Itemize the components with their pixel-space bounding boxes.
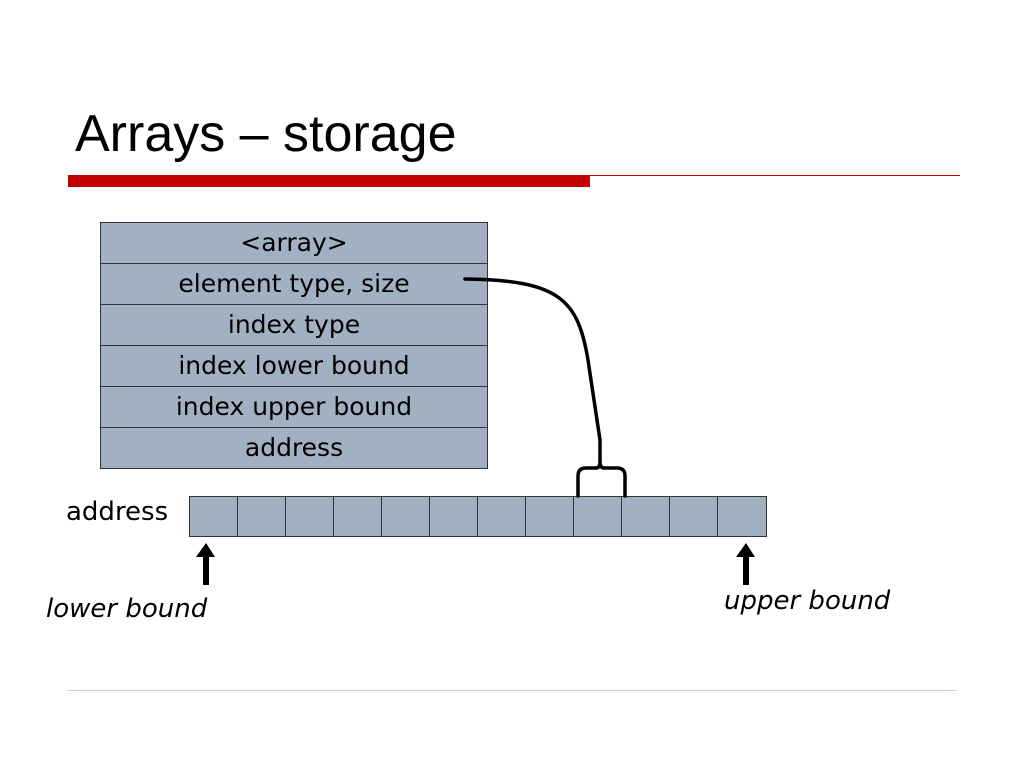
memory-cell — [382, 497, 430, 536]
slide-title: Arrays – storage — [75, 105, 457, 163]
descriptor-field-address: address — [101, 428, 487, 469]
upper-bound-label: upper bound — [724, 586, 891, 616]
memory-cell — [574, 497, 622, 536]
title-underline-thick — [68, 175, 590, 187]
descriptor-field-index-lower-bound: index lower bound — [101, 346, 487, 387]
element-brace — [576, 438, 627, 498]
lower-bound-label: lower bound — [46, 594, 208, 624]
memory-cell — [286, 497, 334, 536]
memory-cell — [526, 497, 574, 536]
lower-bound-arrow-icon — [196, 543, 215, 585]
descriptor-field-array: <array> — [101, 223, 487, 264]
descriptor-field-element-type-size: element type, size — [101, 264, 487, 305]
upper-bound-arrow-icon — [736, 543, 755, 585]
array-descriptor-table: <array> element type, size index type in… — [100, 222, 488, 469]
memory-cell — [718, 497, 766, 536]
title-underline-thin — [590, 175, 960, 176]
descriptor-field-index-type: index type — [101, 305, 487, 346]
memory-cell — [238, 497, 286, 536]
memory-cell — [430, 497, 478, 536]
memory-cell — [478, 497, 526, 536]
memory-cells-row — [189, 496, 767, 537]
memory-cell — [334, 497, 382, 536]
memory-cell — [622, 497, 670, 536]
memory-row-label: address — [66, 497, 169, 527]
descriptor-field-index-upper-bound: index upper bound — [101, 387, 487, 428]
memory-cell — [190, 497, 238, 536]
memory-cell — [670, 497, 718, 536]
footer-divider — [68, 690, 956, 691]
